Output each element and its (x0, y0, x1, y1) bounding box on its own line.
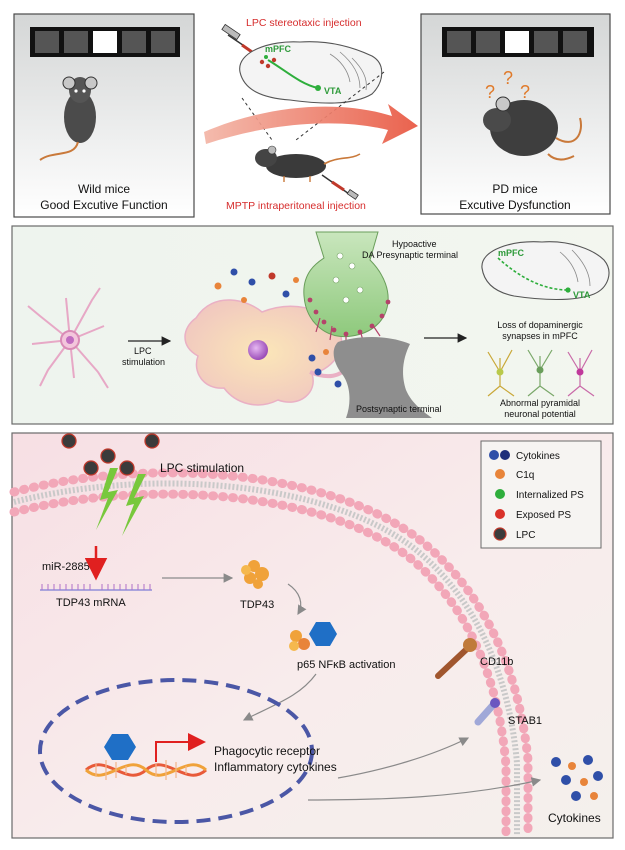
right-caption-1: PD mice (492, 182, 538, 196)
nfkb-bound-icon (104, 734, 136, 760)
progression-arrow (204, 104, 418, 144)
syringe-icon-bottom (321, 174, 359, 200)
stab1-receptor-icon (474, 698, 500, 726)
tdp43-label: TDP43 (240, 599, 274, 611)
abnormal-label-2: neuronal potential (504, 409, 576, 419)
abnormal-label-1: Abnormal pyramidal (500, 398, 580, 408)
top-panel: Wild mice Good Excutive Function ? ? ? P… (13, 13, 611, 218)
hypoactive-label-2: DA Presynaptic terminal (362, 250, 458, 260)
vta-label-top: VTA (324, 86, 342, 96)
vta-label-middle: VTA (573, 290, 591, 300)
lightning-icons (96, 468, 146, 536)
cell-membrane-outer (9, 468, 533, 841)
question-mark-1: ? (485, 82, 495, 102)
legend-label-lpc: LPC (516, 530, 535, 541)
stimulus-grid-left (30, 27, 180, 57)
stab1-label: STAB1 (508, 715, 542, 727)
middle-panel: LPC stimulation Hy (11, 225, 614, 425)
wild-mouse-icon (39, 76, 98, 161)
tdp43-mrna-label: TDP43 mRNA (56, 597, 126, 609)
lpc-stim-label-1: LPC (134, 346, 152, 356)
nfkb-complex-icon (289, 622, 337, 651)
loss-label-1: Loss of dopaminergic (497, 320, 583, 330)
p65-label: p65 NFκB activation (297, 659, 395, 671)
cytokines-label: Cytokines (548, 811, 601, 825)
resting-microglia-icon (27, 287, 109, 389)
lpc-stim-label-2: stimulation (122, 357, 165, 367)
legend-item: Exposed PS (495, 509, 571, 521)
tdp43-protein-icon (241, 560, 269, 589)
lpc-stimulation-label: LPC stimulation (160, 461, 244, 475)
cell-membrane-inner (9, 489, 511, 841)
transcription-arrow (155, 733, 206, 762)
legend-item: Internalized PS (495, 489, 584, 501)
legend-label-c1q: C1q (516, 470, 534, 481)
legend-label-cytokines: Cytokines (516, 451, 560, 462)
mpfc-label-middle: mPFC (498, 248, 525, 258)
left-caption-2: Good Excutive Function (40, 198, 167, 212)
stimulus-grid-right (442, 27, 594, 57)
phagocytic-label-1: Phagocytic receptor (214, 744, 320, 758)
legend-item: C1q (495, 469, 534, 481)
postsynaptic-terminal (333, 337, 432, 418)
question-mark-3: ? (520, 82, 530, 102)
dna-helix-icon (84, 760, 208, 780)
released-cytokines (551, 755, 603, 801)
central-mouse-icon (255, 145, 361, 182)
left-caption-1: Wild mice (78, 182, 130, 196)
brain-icon-middle (481, 241, 610, 301)
pyramidal-neurons-icon (487, 349, 595, 397)
legend-label-exposed-ps: Exposed PS (516, 510, 571, 521)
postsynaptic-label: Postsynaptic terminal (356, 404, 442, 414)
loss-label-2: synapses in mPFC (502, 331, 578, 341)
hypoactive-label-1: Hypoactive (392, 239, 437, 249)
mir-label: miR-2885 (42, 561, 90, 573)
lpc-molecules (61, 433, 160, 476)
cd11b-receptor-icon (435, 638, 477, 679)
lpc-injection-label: LPC stereotaxic injection (246, 17, 362, 29)
mptp-injection-label: MPTP intraperitoneal injection (226, 200, 366, 212)
legend-label-internalized-ps: Internalized PS (516, 490, 584, 501)
pd-mouse-icon (483, 96, 582, 161)
presynaptic-terminal (303, 231, 391, 346)
middle-cytokine-dots (214, 268, 342, 388)
nucleus-outline (38, 678, 314, 824)
phagocytic-label-2: Inflammatory cytokines (214, 760, 337, 774)
legend-item: LPC (493, 527, 535, 541)
legend-item: Cytokines (489, 450, 560, 462)
right-caption-2: Excutive Dysfunction (459, 198, 570, 212)
cd11b-label: CD11b (480, 656, 513, 668)
mpfc-label-top: mPFC (265, 44, 292, 54)
bottom-panel: LPC stimulation miR-2885 TDP43 mRNA TDP4… (9, 432, 614, 841)
question-mark-2: ? (503, 68, 513, 88)
mrna-strand (40, 584, 152, 591)
brain-icon-top (239, 41, 383, 104)
